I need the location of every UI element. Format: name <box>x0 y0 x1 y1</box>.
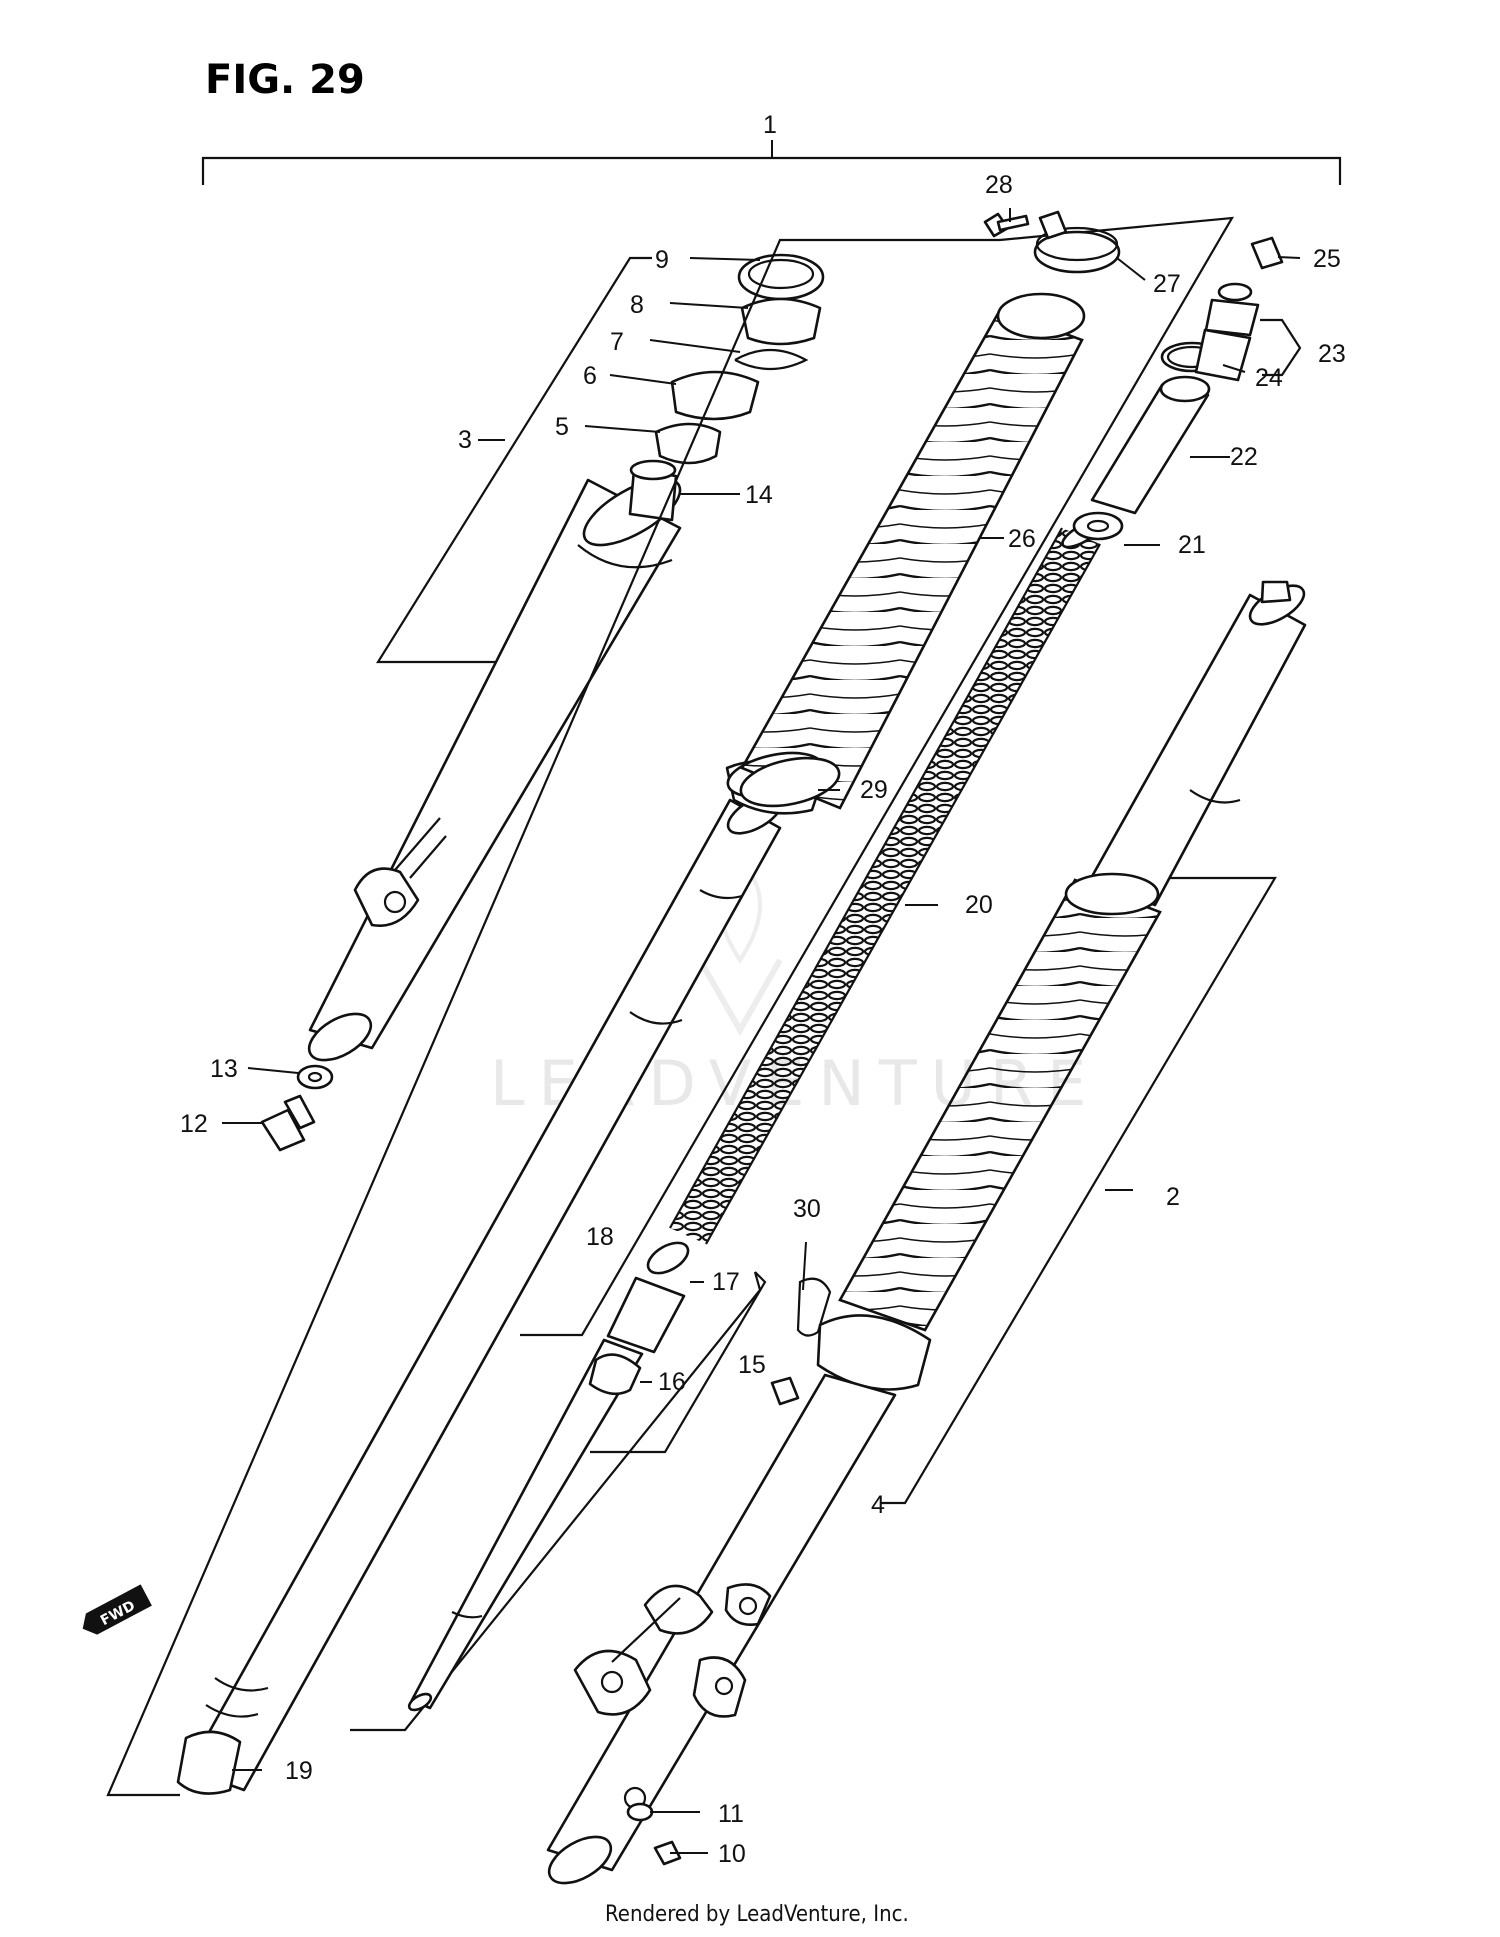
callout-28: 28 <box>985 171 1013 199</box>
part-15-damper-rod <box>407 1338 644 1712</box>
callout-8: 8 <box>630 291 644 319</box>
callout-12: 12 <box>180 1110 208 1138</box>
callout-22: 22 <box>1230 443 1258 471</box>
callout-4: 4 <box>871 1491 885 1519</box>
fwd-direction-arrow: FWD <box>82 1584 152 1635</box>
callout-18: 18 <box>586 1223 614 1251</box>
callout-11: 11 <box>718 1800 744 1828</box>
right-bellows <box>816 872 1162 1391</box>
part-28-screw <box>983 212 1030 238</box>
right-inner-tube <box>1088 580 1307 907</box>
part-9-seal <box>737 253 825 301</box>
callout-30: 30 <box>793 1195 821 1223</box>
figure-title: FIG. 29 <box>205 57 365 103</box>
callout-3: 3 <box>458 426 472 454</box>
part-16-piston <box>606 1276 686 1354</box>
callout-9: 9 <box>655 246 669 274</box>
callout-15: 15 <box>738 1351 766 1379</box>
bellows-boot-26 <box>739 292 1086 810</box>
leader-lines <box>222 208 1301 1854</box>
part-13-washer <box>296 1064 334 1090</box>
part-21-washer <box>1072 511 1124 541</box>
part-7-clip <box>734 349 809 370</box>
callout-21: 21 <box>1178 531 1206 559</box>
bracket-2 <box>880 876 1277 1505</box>
callout-27: 27 <box>1153 270 1181 298</box>
callout-26: 26 <box>1008 525 1036 553</box>
callout-7: 7 <box>610 328 624 356</box>
bracket-3 <box>376 256 652 664</box>
footer-credit: Rendered by LeadVenture, Inc. <box>605 1902 909 1927</box>
seal-stack <box>628 253 825 522</box>
callout-17: 17 <box>712 1268 740 1296</box>
callout-20: 20 <box>965 891 993 919</box>
callout-5: 5 <box>555 413 569 441</box>
callout-24: 24 <box>1255 364 1283 392</box>
callout-1: 1 <box>763 111 777 139</box>
part-5-bushing <box>654 422 722 465</box>
callout-16: 16 <box>658 1368 686 1396</box>
callout-labels: 1 2 3 4 5 6 7 8 9 10 11 12 13 14 15 16 1… <box>180 111 1346 1868</box>
right-outer-tube <box>546 1373 897 1885</box>
callout-19: 19 <box>285 1757 313 1785</box>
callout-6: 6 <box>583 362 597 390</box>
part-17-ring <box>646 1241 690 1275</box>
bracket-23 <box>1260 318 1302 377</box>
part-27-clamp <box>1033 210 1121 274</box>
part-6-washer <box>670 370 760 421</box>
callout-2: 2 <box>1166 1183 1180 1211</box>
part-11-washer <box>626 1802 654 1822</box>
part-8-seal <box>740 297 822 346</box>
callout-23: 23 <box>1318 340 1346 368</box>
part-12-bolt <box>260 1094 316 1152</box>
part-10-bolt <box>653 1840 682 1866</box>
part-23-cap-bolt <box>1194 282 1260 382</box>
assembly-bracket-1 <box>201 140 1342 185</box>
callout-14: 14 <box>745 481 773 509</box>
part-22-spacer <box>1090 375 1211 515</box>
part-30-clip <box>796 1277 832 1337</box>
bracket-15 <box>350 1271 767 1732</box>
bracket-18 <box>106 216 1235 1797</box>
callout-13: 13 <box>210 1055 238 1083</box>
callout-29: 29 <box>860 776 888 804</box>
callout-25: 25 <box>1313 245 1341 273</box>
callout-10: 10 <box>718 1840 746 1868</box>
part-19-bushing <box>176 1730 242 1795</box>
part-25-valve-cap <box>1250 236 1284 270</box>
